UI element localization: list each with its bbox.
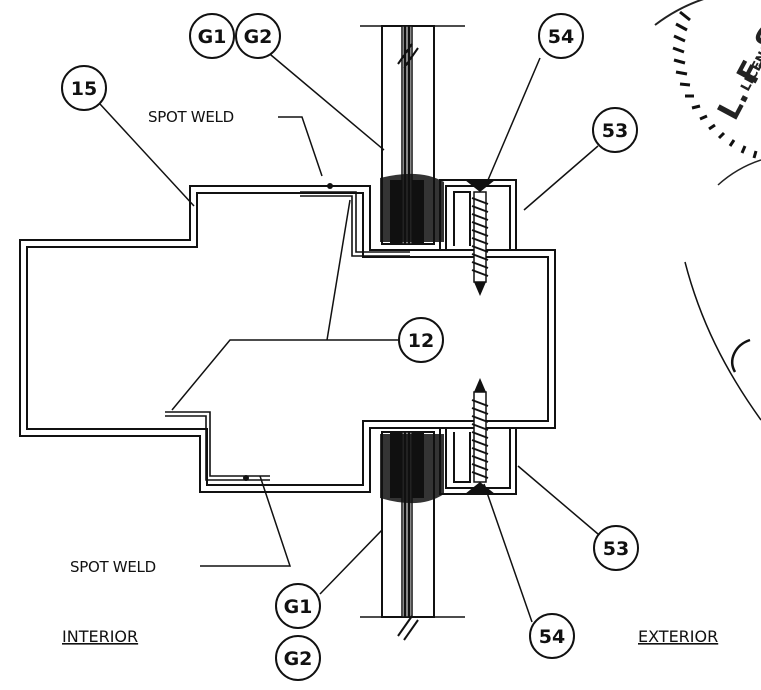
reinforcement-12 (165, 191, 410, 481)
callout-g1-top: G1 (189, 13, 235, 59)
leader-lines (99, 49, 599, 623)
spot-weld-note-top: SPOT WELD (148, 108, 234, 126)
callout-g2-top: G2 (235, 13, 281, 59)
callout-g2-top-label: G2 (244, 26, 273, 48)
screw-54-bottom (465, 378, 495, 494)
engineer-seal: L. F. SCHI LICENS (654, 0, 761, 421)
interior-label: INTERIOR (62, 627, 138, 646)
callout-15: 15 (61, 65, 107, 111)
callout-g2-bottom-label: G2 (284, 648, 313, 670)
mullion-profile (19, 185, 556, 493)
spot-weld-note-bottom: SPOT WELD (70, 558, 156, 576)
screw-54-top (465, 180, 495, 296)
callout-12-label: 12 (408, 330, 434, 352)
callout-54-bottom-label: 54 (539, 626, 565, 648)
glass-panel-bottom (360, 431, 465, 641)
callout-54-bottom: 54 (529, 613, 575, 659)
spot-weld-mark-top (327, 183, 333, 189)
callout-g1-bottom-label: G1 (284, 596, 313, 618)
callout-g2-bottom: G2 (275, 635, 321, 681)
glass-panel-top (360, 25, 465, 245)
callout-g1-bottom: G1 (275, 583, 321, 629)
exterior-label: EXTERIOR (638, 627, 718, 646)
callout-53-top-label: 53 (602, 120, 628, 142)
callout-53-top: 53 (592, 107, 638, 153)
callout-53-bottom: 53 (593, 525, 639, 571)
callout-g1-top-label: G1 (198, 26, 227, 48)
callout-12: 12 (398, 317, 444, 363)
callout-54-top: 54 (538, 13, 584, 59)
spot-weld-mark-bottom (243, 475, 249, 481)
callout-15-label: 15 (71, 78, 97, 100)
callout-53-bottom-label: 53 (603, 538, 629, 560)
callout-54-top-label: 54 (548, 26, 574, 48)
